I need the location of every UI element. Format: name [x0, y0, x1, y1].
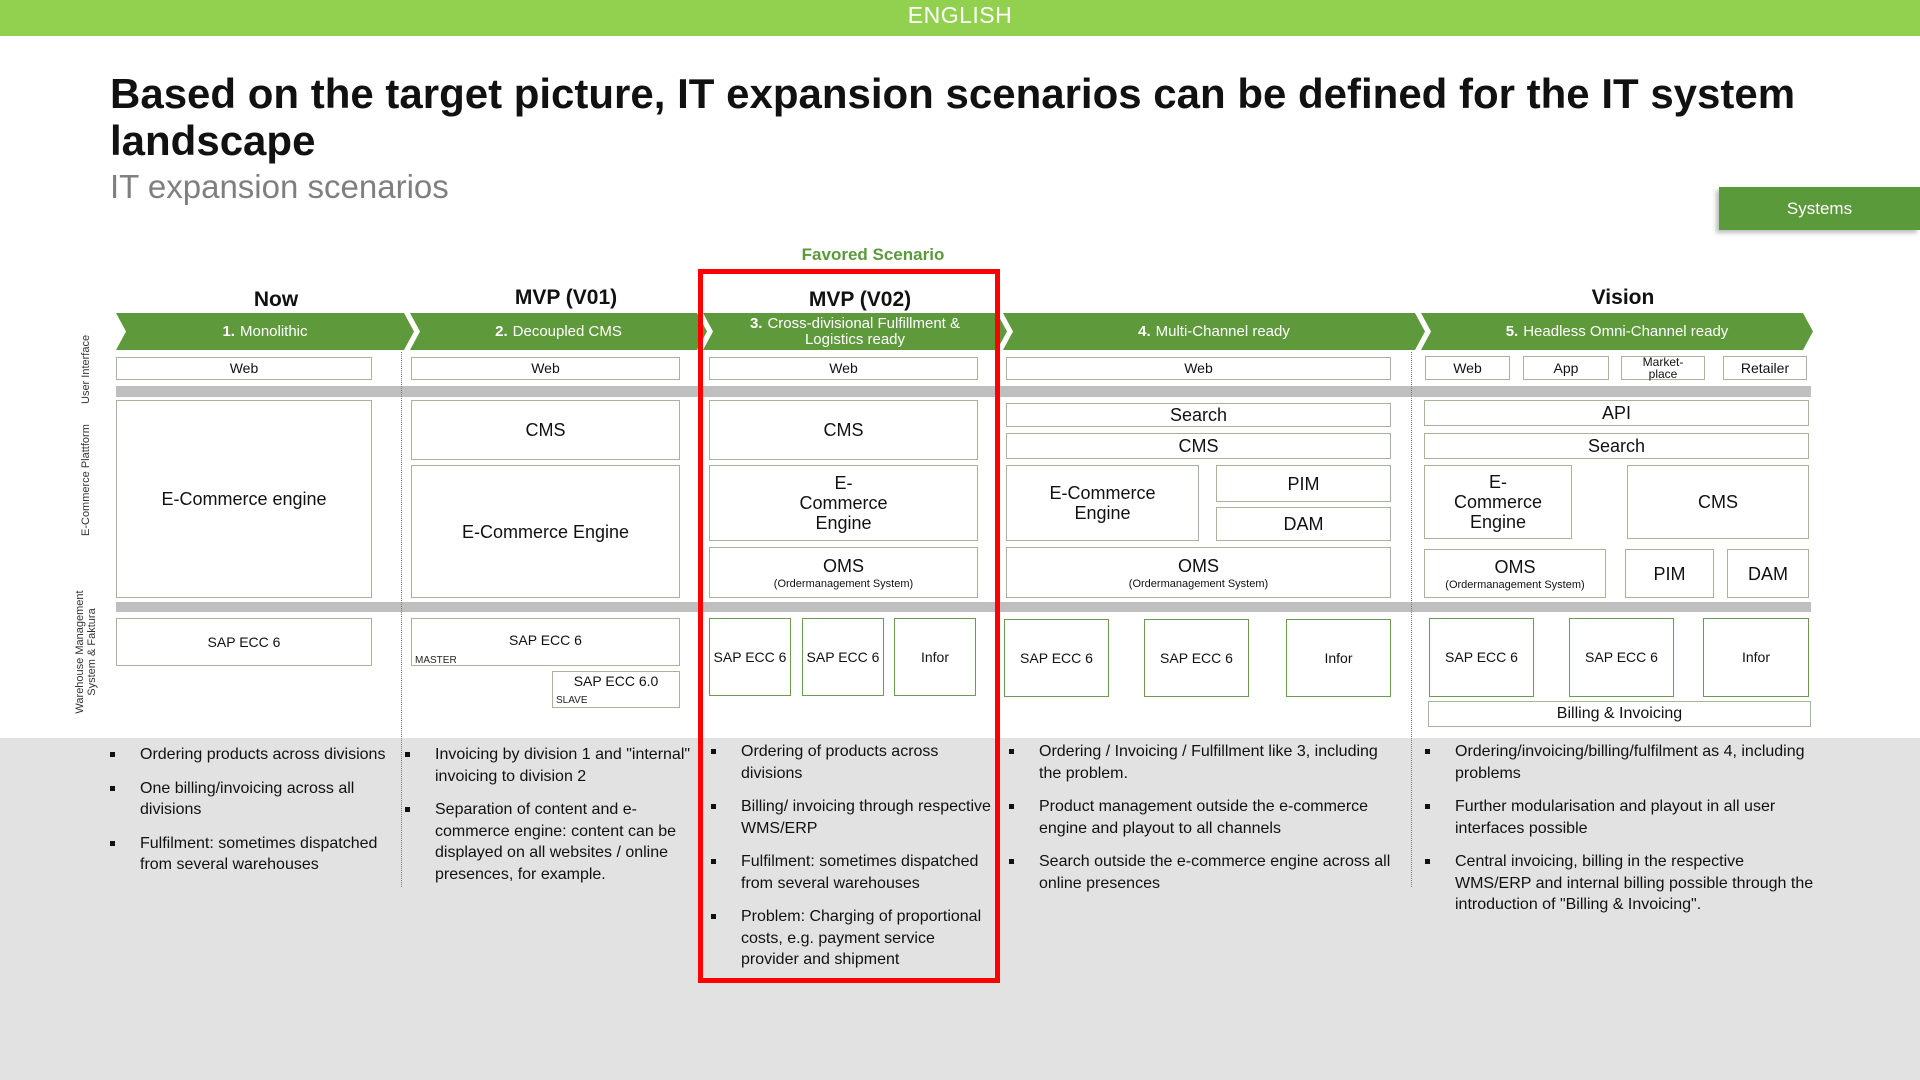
- web-box: Web: [116, 357, 372, 380]
- web-box: Web: [411, 357, 680, 380]
- row-label-ecommerce-platform: E-Commerce Plattform: [80, 424, 92, 536]
- page-title: Based on the target picture, IT expansio…: [110, 70, 1796, 164]
- oms-box: OMS(Ordermanagement System): [709, 547, 978, 598]
- bullet-item: Product management outside the e-commerc…: [1009, 796, 1404, 839]
- scenario-1-bullets: Ordering products across divisions One b…: [110, 744, 402, 888]
- sap-ecc-master-box: SAP ECC 6: [411, 618, 680, 666]
- bullet-item: One billing/invoicing across all divisio…: [110, 778, 402, 821]
- master-tag: MASTER: [415, 655, 457, 666]
- description-area: [0, 738, 1920, 1080]
- bullet-item: Ordering of products across divisions: [711, 741, 997, 784]
- bullet-item: Search outside the e-commerce engine acr…: [1009, 851, 1404, 894]
- column-separator: [1411, 352, 1412, 887]
- ecommerce-engine-box: E-Commerce Engine: [709, 465, 978, 541]
- sap-ecc-box: SAP ECC 6: [802, 618, 884, 696]
- layer-divider: [116, 602, 1811, 612]
- ecommerce-engine-box: E-Commerce Engine: [1006, 465, 1199, 541]
- pim-box: PIM: [1216, 465, 1391, 502]
- sap-ecc-box: SAP ECC 6: [116, 618, 372, 666]
- favored-scenario-highlight: [698, 269, 1000, 983]
- marketplace-box: Market-place: [1621, 356, 1705, 380]
- sap-ecc-box: SAP ECC 6: [1429, 618, 1534, 697]
- web-box: Web: [1425, 356, 1510, 380]
- sap-ecc-box: SAP ECC 6: [709, 618, 791, 696]
- ecommerce-engine-box: E-Commerce Engine: [411, 465, 680, 598]
- scenario-5-bullets: Ordering/invoicing/billing/fulfilment as…: [1425, 741, 1815, 928]
- cms-box: CMS: [411, 400, 680, 460]
- column-heading-now: Now: [253, 288, 299, 311]
- column-heading-mvp-v01: MVP (V01): [514, 286, 618, 309]
- search-box: Search: [1006, 403, 1391, 427]
- bullet-item: Further modularisation and playout in al…: [1425, 796, 1815, 839]
- bullet-item: Fulfilment: sometimes dispatched from se…: [110, 833, 402, 876]
- scenario-4-bullets: Ordering / Invoicing / Fulfillment like …: [1009, 741, 1404, 906]
- scenario-3-chevron: 3.Cross-divisional Fulfillment & Logisti…: [703, 313, 1007, 350]
- search-box: Search: [1424, 433, 1809, 459]
- language-bar: ENGLISH: [0, 0, 1920, 36]
- page-subtitle: IT expansion scenarios: [110, 168, 449, 205]
- ecommerce-engine-box: E-Commerce engine: [116, 400, 372, 598]
- sap-ecc-box: SAP ECC 6: [1144, 619, 1249, 697]
- scenario-2-bullets: Invoicing by division 1 and "internal" i…: [405, 744, 697, 897]
- cms-box: CMS: [1006, 433, 1391, 459]
- scenario-1-chevron: 1.Monolithic: [116, 313, 414, 350]
- bullet-item: Central invoicing, billing in the respec…: [1425, 851, 1815, 916]
- scenario-3-bullets: Ordering of products across divisions Bi…: [711, 741, 997, 983]
- api-box: API: [1424, 400, 1809, 426]
- sap-ecc-box: SAP ECC 6: [1004, 619, 1109, 697]
- slave-tag: SLAVE: [556, 695, 588, 706]
- infor-box: Infor: [1286, 619, 1391, 697]
- scenario-4-chevron: 4.Multi-Channel ready: [1003, 313, 1425, 350]
- sap-ecc-box: SAP ECC 6: [1569, 618, 1674, 697]
- cms-box: CMS: [1627, 465, 1809, 539]
- column-separator: [401, 352, 402, 887]
- cms-box: CMS: [709, 400, 978, 460]
- ecommerce-engine-box: E-Commerce Engine: [1424, 465, 1572, 539]
- bullet-item: Separation of content and e-commerce eng…: [405, 799, 697, 885]
- sap-ecc-slave-box: SAP ECC 6.0: [552, 671, 680, 708]
- app-box: App: [1523, 356, 1609, 380]
- layer-divider: [116, 386, 1811, 397]
- bullet-item: Billing/ invoicing through respective WM…: [711, 796, 997, 839]
- web-box: Web: [709, 357, 978, 380]
- oms-box: OMS(Ordermanagement System): [1424, 549, 1606, 598]
- scenario-5-chevron: 5.Headless Omni-Channel ready: [1421, 313, 1813, 350]
- scenario-2-chevron: 2.Decoupled CMS: [410, 313, 707, 350]
- row-label-wms: Warehouse Management System & Faktura: [74, 590, 98, 714]
- column-heading-vision: Vision: [1591, 286, 1655, 309]
- row-label-user-interface: User Interface: [80, 334, 92, 404]
- billing-invoicing-box: Billing & Invoicing: [1428, 701, 1811, 727]
- bullet-item: Ordering products across divisions: [110, 744, 402, 766]
- bullet-item: Problem: Charging of proportional costs,…: [711, 906, 997, 971]
- bullet-item: Ordering/invoicing/billing/fulfilment as…: [1425, 741, 1815, 784]
- column-heading-mvp-v02: MVP (V02): [808, 288, 912, 311]
- infor-box: Infor: [894, 618, 976, 696]
- dam-box: DAM: [1727, 549, 1809, 598]
- favored-scenario-label: Favored Scenario: [801, 245, 945, 264]
- bullet-item: Fulfilment: sometimes dispatched from se…: [711, 851, 997, 894]
- bullet-item: Invoicing by division 1 and "internal" i…: [405, 744, 697, 787]
- pim-box: PIM: [1625, 549, 1714, 598]
- web-box: Web: [1006, 357, 1391, 380]
- bullet-item: Ordering / Invoicing / Fulfillment like …: [1009, 741, 1404, 784]
- oms-box: OMS(Ordermanagement System): [1006, 547, 1391, 598]
- systems-tab[interactable]: Systems: [1719, 187, 1920, 230]
- infor-box: Infor: [1703, 618, 1809, 697]
- dam-box: DAM: [1216, 507, 1391, 541]
- retailer-box: Retailer: [1723, 356, 1807, 380]
